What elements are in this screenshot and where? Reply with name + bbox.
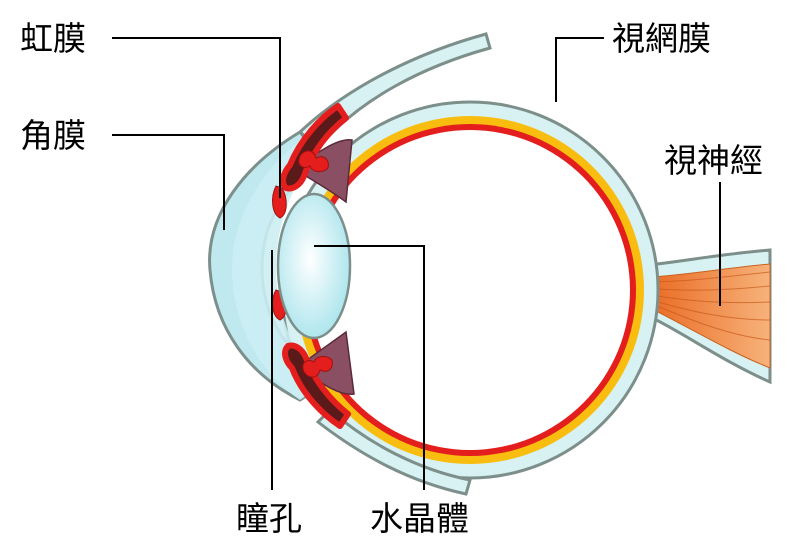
leader-line-iris: [112, 37, 281, 198]
sclera-bottom-edge: [315, 407, 472, 496]
ciliary-processes: [298, 150, 333, 378]
label-cornea: 角膜: [20, 116, 86, 155]
leader-line-cornea: [112, 134, 225, 230]
lens: [276, 192, 352, 340]
leader-line-retina: [555, 37, 604, 102]
label-pupil: 瞳孔: [236, 499, 302, 538]
anterior-chamber: [232, 140, 322, 400]
sclera-top-edge: [297, 32, 492, 151]
leader-line-lens: [314, 245, 425, 490]
leader-lines: [112, 37, 721, 490]
label-retina: 視網膜: [612, 19, 711, 58]
optic-nerve-striations: [644, 271, 771, 341]
label-iris: 虹膜: [20, 19, 86, 58]
label-optic-nerve: 視神經: [664, 141, 763, 180]
vitreous-body: [310, 130, 630, 450]
label-lens: 水晶體: [370, 499, 469, 538]
iris-top: [280, 103, 349, 192]
iris-margin-top: [272, 185, 287, 219]
